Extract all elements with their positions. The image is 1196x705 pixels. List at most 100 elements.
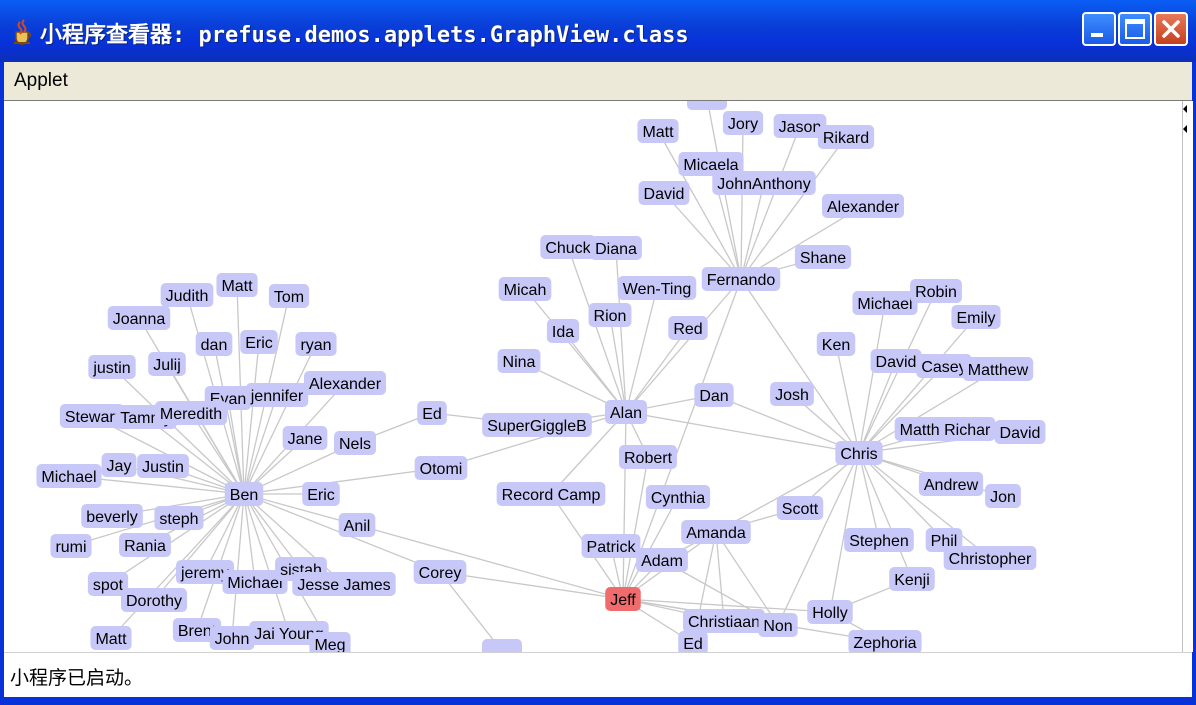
node-box[interactable] <box>417 401 447 425</box>
graph-node[interactable]: dan <box>195 332 233 356</box>
node-box[interactable] <box>678 631 708 652</box>
node-box[interactable] <box>120 588 188 612</box>
graph-node[interactable]: Amanda <box>681 520 751 544</box>
node-box[interactable] <box>910 279 962 303</box>
graph-node[interactable]: Judith <box>160 283 214 307</box>
node-box[interactable] <box>794 245 852 269</box>
graph-node[interactable]: Rion <box>588 303 632 327</box>
node-box[interactable] <box>678 152 744 176</box>
graph-node[interactable]: Alexander <box>303 371 387 395</box>
graph-node[interactable]: Holly <box>807 600 853 624</box>
graph-node[interactable]: Ben <box>224 482 264 506</box>
graph-node[interactable]: David <box>638 181 690 205</box>
node-box[interactable] <box>546 319 580 343</box>
node-box[interactable] <box>817 125 875 149</box>
graph-node[interactable]: David <box>870 349 922 373</box>
graph-node[interactable]: Julij <box>148 352 186 376</box>
node-box[interactable] <box>160 283 214 307</box>
graph-node[interactable]: Jason <box>773 114 827 138</box>
graph-node[interactable]: Casey <box>916 354 972 378</box>
node-box[interactable] <box>701 267 781 291</box>
graph-node[interactable]: Matt <box>216 273 258 297</box>
graph-node[interactable]: Wen-Ting <box>617 276 697 300</box>
graph-node[interactable]: Emily <box>951 305 1001 329</box>
node-box[interactable] <box>835 441 883 465</box>
graph-node[interactable]: Adam <box>636 548 688 572</box>
graph-node[interactable]: Zephoria <box>848 630 922 652</box>
node-box[interactable] <box>816 332 856 356</box>
graph-node[interactable]: Cynthia <box>645 485 711 509</box>
graph-node[interactable]: Rikard <box>817 125 875 149</box>
graph-node[interactable]: Matthew <box>962 357 1034 381</box>
graph-node[interactable]: Stephen <box>844 528 914 552</box>
graph-node[interactable]: Ed <box>417 401 447 425</box>
graph-node[interactable]: Andrew <box>918 472 984 496</box>
graph-node[interactable]: Robert <box>618 445 678 469</box>
focus-node-box[interactable] <box>605 587 641 611</box>
graph-node[interactable]: SuperGiggleB <box>482 413 592 437</box>
node-box[interactable] <box>50 534 92 558</box>
node-box[interactable] <box>59 404 125 428</box>
node-box[interactable] <box>918 472 984 496</box>
graph-node[interactable]: Ida <box>546 319 580 343</box>
graph-node[interactable]: Jai Young <box>249 621 329 645</box>
node-box[interactable] <box>668 316 708 340</box>
node-box[interactable] <box>292 572 396 596</box>
node-box[interactable] <box>224 482 264 506</box>
graph-node[interactable]: JohnAnthony <box>712 171 816 195</box>
graph-node[interactable]: Corey <box>413 560 467 584</box>
minimize-button[interactable] <box>1082 12 1116 46</box>
node-box[interactable] <box>88 355 136 379</box>
node-box[interactable] <box>333 431 377 455</box>
title-bar[interactable]: 小程序查看器: prefuse.demos.applets.GraphView.… <box>0 0 1196 62</box>
node-box[interactable] <box>216 273 258 297</box>
node-box[interactable] <box>722 111 764 135</box>
graph-node[interactable]: Justin <box>137 454 189 478</box>
node-box[interactable] <box>154 506 204 530</box>
node-box[interactable] <box>758 613 798 637</box>
node-box[interactable] <box>268 284 310 308</box>
node-box[interactable] <box>943 546 1037 570</box>
node-box[interactable] <box>645 485 711 509</box>
node-box[interactable] <box>81 504 143 528</box>
graph-node[interactable]: Robin <box>910 279 962 303</box>
graph-node[interactable]: Eric <box>302 482 340 506</box>
graph-node[interactable]: Matt <box>637 119 679 143</box>
node-box[interactable] <box>414 456 468 480</box>
graph-node[interactable]: Michael <box>222 570 288 594</box>
node-box[interactable] <box>687 101 727 110</box>
node-box[interactable] <box>119 533 171 557</box>
graph-node[interactable]: John <box>209 626 255 650</box>
graph-node[interactable]: spot <box>87 572 129 596</box>
graph-node[interactable]: Diana <box>590 236 642 260</box>
node-box[interactable] <box>195 332 233 356</box>
menu-applet[interactable]: Applet <box>14 70 68 91</box>
node-box[interactable] <box>498 277 552 301</box>
node-box[interactable] <box>413 560 467 584</box>
graph-node[interactable]: justin <box>88 355 136 379</box>
graph-node[interactable]: Meredith <box>154 401 228 425</box>
node-box[interactable] <box>148 352 186 376</box>
graph-node[interactable]: Scott <box>776 496 824 520</box>
node-box[interactable] <box>848 630 922 652</box>
graph-node[interactable]: steph <box>154 506 204 530</box>
graph-node[interactable]: Brent <box>172 618 222 642</box>
node-box[interactable] <box>852 291 918 315</box>
graph-node[interactable]: Jon <box>985 484 1021 508</box>
node-box[interactable] <box>101 453 137 477</box>
node-box[interactable] <box>172 618 222 642</box>
node-box[interactable] <box>681 520 751 544</box>
graph-node[interactable]: David <box>994 420 1046 444</box>
graph-node[interactable]: Nels <box>333 431 377 455</box>
graph-node[interactable]: Jane <box>282 426 328 450</box>
node-box[interactable] <box>588 303 632 327</box>
node-box[interactable] <box>617 276 697 300</box>
node-box[interactable] <box>87 572 129 596</box>
node-box[interactable] <box>637 119 679 143</box>
node-box[interactable] <box>302 482 340 506</box>
graph-node[interactable]: Record Camp <box>496 482 606 506</box>
graph-node[interactable]: Michael <box>36 464 102 488</box>
node-box[interactable] <box>951 305 1001 329</box>
graph-node[interactable]: Kenji <box>889 567 935 591</box>
graph-node[interactable]: Nina <box>497 349 541 373</box>
